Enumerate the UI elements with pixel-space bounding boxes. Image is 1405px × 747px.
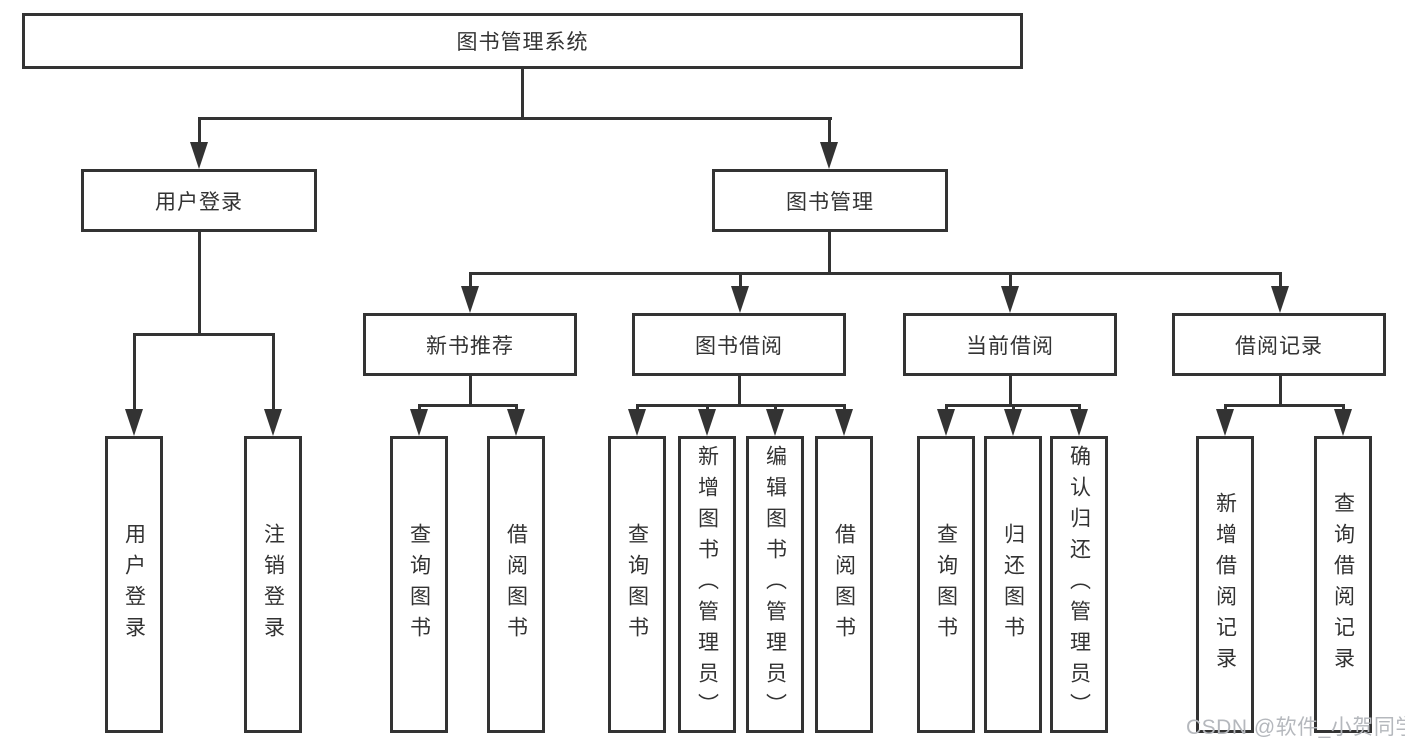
connector-drop-add-record <box>1223 403 1227 412</box>
arrow-down-query2 <box>628 409 646 436</box>
connector-book-management-stem <box>828 232 831 275</box>
arrow-down-recommend <box>461 286 479 313</box>
node-user-login: 用户登录 <box>81 169 317 232</box>
arrow-down-records <box>1271 286 1289 313</box>
arrow-down-current <box>1001 286 1019 313</box>
connector-drop-leaf-login <box>132 332 136 412</box>
leaf-borrow-books-borrowing: 借阅图书 <box>815 436 873 733</box>
arrow-down-borrow2 <box>835 409 853 436</box>
node-book-management: 图书管理 <box>712 169 948 232</box>
arrow-down-book-management <box>820 142 838 169</box>
arrow-down-leaf-logout <box>264 409 282 436</box>
csdn-watermark: CSDN @软件_小贺同学 <box>1186 716 1405 739</box>
connector-drop-return <box>1011 403 1015 412</box>
connector-recommend-rail <box>417 403 518 407</box>
connector-user-login-rail <box>132 332 275 336</box>
connector-drop-query3 <box>944 403 948 412</box>
connector-drop-add-book <box>705 403 709 412</box>
connector-recommend-stem <box>468 376 472 406</box>
connector-drop-book-management <box>828 116 831 144</box>
arrow-down-confirm <box>1070 409 1088 436</box>
node-current-borrowing: 当前借阅 <box>903 313 1117 376</box>
leaf-edit-book-admin: 编辑图书（管理员） <box>746 436 804 733</box>
node-book-borrowing: 图书借阅 <box>632 313 846 376</box>
leaf-return-book: 归还图书 <box>984 436 1042 733</box>
connector-drop-borrow1 <box>514 403 518 412</box>
connector-drop-query1 <box>417 403 421 412</box>
connector-drop-recommend <box>468 271 472 289</box>
node-borrowing-records: 借阅记录 <box>1172 313 1386 376</box>
connector-drop-query-record <box>1341 403 1345 412</box>
connector-current-stem <box>1008 376 1012 406</box>
arrow-down-borrowing <box>731 286 749 313</box>
leaf-add-book-admin: 新增图书（管理员） <box>678 436 736 733</box>
connector-drop-query2 <box>635 403 639 412</box>
connector-root-rail <box>197 116 832 120</box>
connector-records-stem <box>1278 376 1282 406</box>
leaf-confirm-return-admin: 确认归还（管理员） <box>1050 436 1108 733</box>
connector-records-rail <box>1223 403 1345 407</box>
connector-drop-user-login <box>197 116 201 144</box>
connector-drop-borrowing <box>738 271 742 289</box>
node-new-book-recommendation: 新书推荐 <box>363 313 577 376</box>
connector-drop-edit-book <box>773 403 777 412</box>
arrow-down-return <box>1004 409 1022 436</box>
arrow-down-borrow1 <box>507 409 525 436</box>
leaf-query-books-borrowing: 查询图书 <box>608 436 666 733</box>
leaf-query-borrow-record: 查询借阅记录 <box>1314 436 1372 733</box>
connector-drop-borrow2 <box>842 403 846 412</box>
arrow-down-query-record <box>1334 409 1352 436</box>
leaf-add-borrow-record: 新增借阅记录 <box>1196 436 1254 733</box>
connector-drop-records <box>1278 271 1282 289</box>
arrow-down-add-book <box>698 409 716 436</box>
connector-drop-current <box>1008 271 1012 289</box>
connector-borrowing-rail <box>635 403 846 407</box>
arrow-down-query1 <box>410 409 428 436</box>
arrow-down-query3 <box>937 409 955 436</box>
connector-borrowing-stem <box>738 376 741 406</box>
arrow-down-user-login <box>190 142 208 169</box>
arrow-down-leaf-login <box>125 409 143 436</box>
leaf-borrow-books-recommend: 借阅图书 <box>487 436 545 733</box>
leaf-logout: 注销登录 <box>244 436 302 733</box>
connector-drop-leaf-logout <box>271 332 275 412</box>
leaf-query-books-current: 查询图书 <box>917 436 975 733</box>
leaf-user-login: 用户登录 <box>105 436 163 733</box>
node-root: 图书管理系统 <box>22 13 1023 69</box>
arrow-down-edit-book <box>766 409 784 436</box>
connector-root-stem <box>520 69 524 119</box>
connector-user-login-stem <box>197 232 201 336</box>
leaf-query-books-recommend: 查询图书 <box>390 436 448 733</box>
connector-drop-confirm <box>1077 403 1081 412</box>
arrow-down-add-record <box>1216 409 1234 436</box>
connector-book-management-rail <box>468 271 1282 275</box>
